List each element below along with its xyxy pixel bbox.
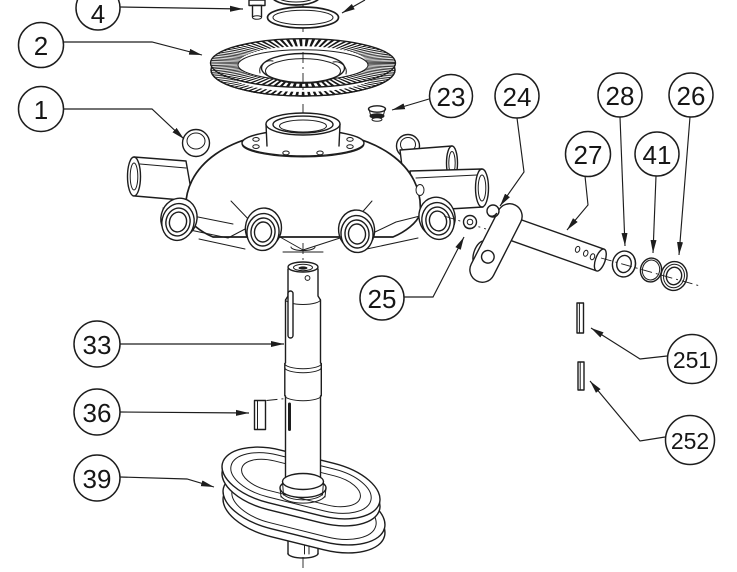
leader-line-23 [391, 98, 430, 111]
small-pin [253, 398, 287, 431]
callout-bubble-4 [75, 0, 121, 31]
callout-39: 39 [73, 454, 215, 502]
leader-line-2 [63, 41, 203, 56]
callout-bubble-39 [73, 454, 121, 502]
callout-26: 26 [668, 72, 714, 256]
callout-28: 28 [597, 72, 643, 247]
callout-251: 251 [590, 327, 718, 385]
leader-line-4 [119, 5, 244, 12]
main-shaft [281, 261, 325, 501]
pin-upper [576, 302, 585, 334]
callout-label-252: 252 [671, 428, 709, 454]
leader-line-39 [119, 476, 215, 488]
bushing-ring [611, 250, 637, 278]
callout-label-27: 27 [574, 140, 603, 170]
callout-label-28: 28 [606, 81, 635, 111]
spindle-centerline-right [600, 257, 701, 287]
callout-36: 36 [73, 388, 250, 436]
callout-label-33: 33 [83, 330, 112, 360]
callout-bubble-2 [17, 21, 65, 69]
callout-1: 1 [17, 85, 185, 140]
bearing-ring [660, 260, 688, 292]
callout-bubble-24 [494, 73, 540, 119]
callout-label-24: 24 [503, 82, 532, 112]
callout-41: 41 [634, 131, 680, 254]
leader-line-26 [677, 116, 691, 256]
callout-label-1: 1 [34, 95, 48, 125]
top-disc [273, 0, 319, 6]
callout-25: 25 [359, 236, 465, 321]
callout-252: 252 [589, 380, 716, 466]
steel-ball [486, 204, 500, 218]
callout-label-39: 39 [83, 464, 112, 494]
blade-spindle [469, 203, 607, 283]
callout-24: 24 [494, 73, 540, 207]
leader-line-252 [589, 380, 666, 442]
callout-33: 33 [73, 320, 284, 368]
pin-lower [577, 361, 585, 391]
callout-label-25: 25 [368, 284, 397, 314]
leader-line-28 [619, 116, 628, 247]
callout-bubble-26 [668, 72, 714, 118]
leader-line-36 [119, 409, 250, 416]
o-ring [266, 6, 340, 29]
callout-bubble-27 [564, 130, 612, 178]
callout-2: 2 [17, 21, 203, 69]
leader-line-251 [590, 327, 668, 360]
o-ring-leader-line [341, 0, 366, 14]
callout-bubble-252 [664, 414, 716, 466]
hub-boss [337, 209, 376, 254]
pivot-ball [462, 214, 478, 230]
leader-line-1 [63, 108, 185, 140]
hub-boss [160, 197, 198, 242]
callout-label-251: 251 [673, 347, 711, 373]
callout-label-23: 23 [437, 82, 466, 112]
callout-label-4: 4 [91, 0, 105, 29]
plug-part [367, 105, 387, 122]
snap-ring [639, 257, 663, 283]
leader-line-25 [404, 236, 465, 298]
leader-line-41 [650, 175, 657, 254]
callout-bubble-23 [428, 73, 474, 119]
callout-23: 23 [391, 73, 474, 119]
callout-bubble-41 [634, 131, 680, 177]
callout-bubble-33 [73, 320, 121, 368]
leader-line-27 [566, 175, 589, 231]
callout-bubble-36 [73, 388, 121, 436]
hub-boss [418, 196, 456, 241]
callout-bubble-28 [597, 72, 643, 118]
callout-label-41: 41 [643, 140, 672, 170]
callout-bubble-251 [666, 333, 718, 385]
callout-label-36: 36 [83, 398, 112, 428]
rotor-hub [126, 112, 490, 254]
callout-bubble-1 [17, 85, 65, 133]
callout-27: 27 [564, 130, 612, 231]
hub-boss [244, 207, 283, 252]
callout-4: 4 [75, 0, 244, 31]
callout-label-26: 26 [677, 81, 706, 111]
leader-line-24 [499, 117, 525, 207]
callout-label-2: 2 [34, 31, 48, 61]
callout-bubble-25 [359, 275, 405, 321]
screw-part [248, 0, 266, 20]
